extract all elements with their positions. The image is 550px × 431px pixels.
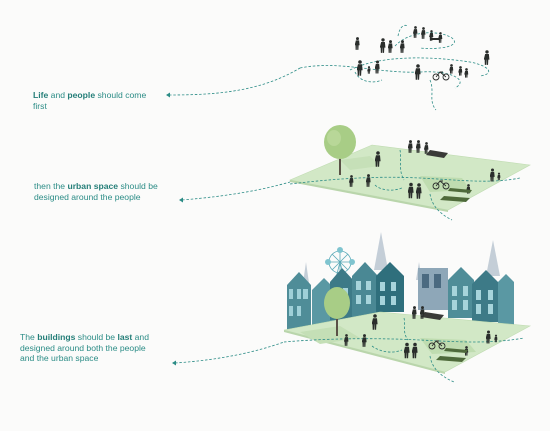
bench bbox=[440, 196, 470, 202]
person-icon bbox=[438, 32, 443, 43]
scene-life-and-people bbox=[299, 24, 490, 111]
leader-line-2 bbox=[181, 181, 291, 201]
ground-plane bbox=[283, 311, 532, 373]
person-icon bbox=[415, 64, 421, 80]
picnic-table bbox=[426, 150, 448, 158]
person-icon bbox=[400, 40, 405, 53]
caption-line-2: designed around both the people bbox=[20, 343, 149, 354]
caption-text: designed around the people bbox=[34, 191, 141, 202]
caption-text: The bbox=[20, 332, 38, 342]
caption-text: should be bbox=[118, 181, 158, 191]
person-icon bbox=[388, 40, 393, 53]
caption-highlight: last bbox=[117, 332, 133, 342]
leader-line-3 bbox=[174, 341, 285, 364]
bench bbox=[448, 188, 472, 193]
building-icon bbox=[448, 267, 474, 318]
caption-highlight: Life bbox=[33, 90, 49, 100]
caption-text: first bbox=[33, 100, 47, 111]
building-icon bbox=[352, 262, 378, 318]
picnic-table bbox=[421, 312, 444, 320]
tree-icon bbox=[324, 125, 356, 175]
person-icon bbox=[449, 64, 454, 74]
caption-text: should be bbox=[75, 332, 118, 342]
arrow-left-icon bbox=[166, 92, 170, 98]
caption-line-1: then the urban space should be bbox=[34, 181, 158, 192]
caption-life-and-people: Life and people should come first bbox=[33, 90, 146, 111]
person-icon bbox=[484, 50, 490, 65]
bicycle-icon bbox=[432, 180, 450, 190]
building-icon bbox=[498, 274, 514, 326]
caption-text: and bbox=[48, 90, 68, 100]
person-icon bbox=[413, 26, 418, 38]
scene-buildings bbox=[283, 232, 532, 383]
bicycle-icon bbox=[432, 71, 450, 81]
leader-line-1 bbox=[168, 67, 301, 96]
bicycle-icon bbox=[428, 340, 446, 350]
caption-text: and the urban space bbox=[20, 353, 99, 364]
spire bbox=[486, 240, 500, 276]
caption-text: and bbox=[132, 332, 149, 342]
caption-highlight: urban space bbox=[67, 181, 119, 191]
arrow-left-icon bbox=[179, 197, 183, 203]
tree-icon bbox=[324, 287, 350, 336]
person-icon bbox=[458, 66, 463, 76]
person-icon bbox=[464, 68, 469, 78]
caption-urban-space: then the urban space should be designed … bbox=[34, 181, 158, 202]
caption-highlight: buildings bbox=[37, 332, 76, 342]
caption-line-1: Life and people should come bbox=[33, 90, 146, 101]
caption-text: designed around both the people bbox=[20, 342, 146, 353]
bench bbox=[444, 348, 468, 353]
caption-line-3: and the urban space bbox=[20, 353, 149, 364]
person-icon bbox=[355, 37, 360, 50]
caption-line-1: The buildings should be last and bbox=[20, 332, 149, 343]
person-icon bbox=[421, 27, 426, 39]
ground-plane bbox=[288, 144, 531, 211]
caption-buildings-last: The buildings should be last and designe… bbox=[20, 332, 149, 364]
arrow-left-icon bbox=[172, 360, 176, 366]
caption-text: should come bbox=[95, 90, 147, 100]
caption-text: then the bbox=[34, 181, 68, 191]
bench bbox=[436, 356, 466, 362]
caption-line-2: designed around the people bbox=[34, 192, 158, 203]
caption-line-2: first bbox=[33, 101, 146, 112]
scene-urban-space bbox=[288, 125, 531, 221]
person-icon bbox=[357, 60, 363, 76]
person-icon bbox=[380, 38, 386, 53]
bench bbox=[430, 38, 440, 40]
caption-highlight: people bbox=[67, 90, 96, 100]
person-icon bbox=[367, 66, 371, 74]
person-icon bbox=[375, 60, 380, 74]
spire bbox=[374, 232, 388, 270]
